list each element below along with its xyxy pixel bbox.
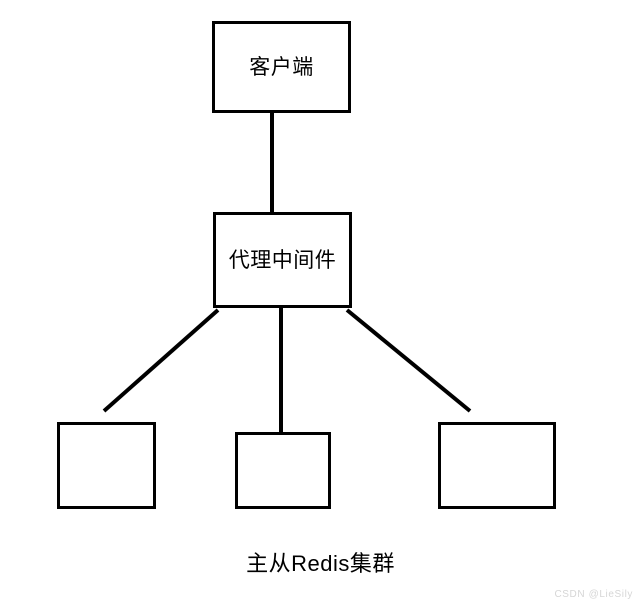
edge-proxy-to-redis-1 (102, 308, 220, 413)
node-proxy-middleware[interactable]: 代理中间件 (213, 212, 352, 308)
watermark: CSDN @LieSily (554, 589, 633, 600)
diagram-caption: 主从Redis集群 (246, 551, 395, 576)
node-client[interactable]: 客户端 (212, 21, 351, 113)
node-redis-instance-1[interactable] (57, 422, 156, 509)
edge-proxy-to-redis-3 (345, 308, 472, 413)
node-redis-instance-3[interactable] (438, 422, 556, 509)
node-redis-instance-2[interactable] (235, 432, 331, 509)
node-proxy-middleware-label: 代理中间件 (228, 248, 337, 272)
node-client-label: 客户端 (249, 55, 314, 79)
